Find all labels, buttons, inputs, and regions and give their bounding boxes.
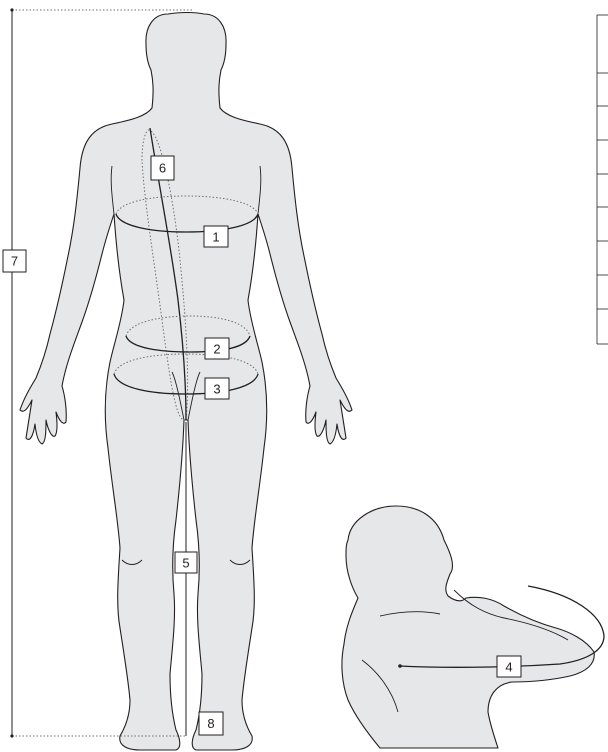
- label-7: 7: [3, 250, 26, 272]
- label-8: 8: [199, 712, 223, 735]
- height-bottom-dot: [10, 734, 13, 737]
- label-8-text: 8: [207, 716, 214, 731]
- label-2-text: 2: [213, 342, 220, 357]
- label-3: 3: [205, 378, 229, 399]
- label-3-text: 3: [213, 382, 220, 397]
- label-6-text: 6: [159, 161, 166, 176]
- label-5: 5: [175, 552, 197, 573]
- size-table: [597, 15, 608, 344]
- label-7-text: 7: [11, 254, 18, 269]
- height-top-dot: [10, 8, 13, 11]
- label-1-text: 1: [212, 230, 219, 245]
- seated-side-figure: [342, 506, 594, 748]
- label-5-text: 5: [182, 556, 189, 571]
- label-4-text: 4: [505, 660, 512, 675]
- label-4: 4: [497, 656, 521, 677]
- label-2: 2: [205, 338, 229, 359]
- label-6: 6: [151, 156, 174, 180]
- sleeve-start-dot: [398, 664, 402, 668]
- seated-body-silhouette: [342, 506, 594, 748]
- label-1: 1: [204, 226, 228, 247]
